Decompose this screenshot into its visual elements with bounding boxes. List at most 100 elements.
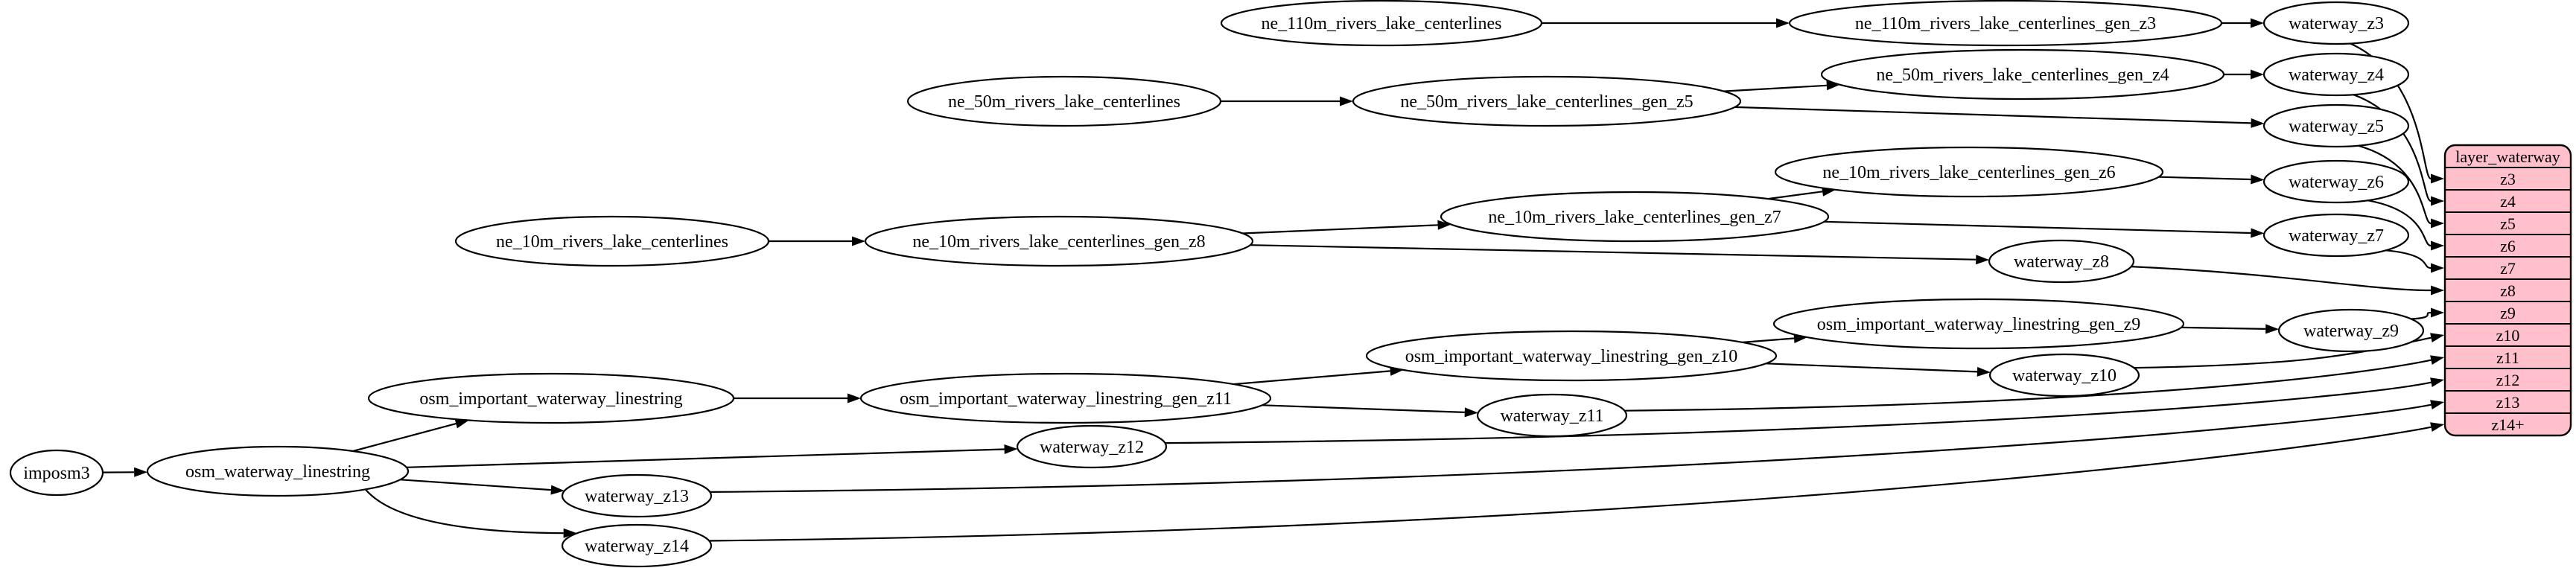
- node-label: ne_50m_rivers_lake_centerlines: [948, 92, 1180, 112]
- node-waterway_z7: waterway_z7: [2262, 213, 2410, 258]
- arrowhead-icon: [1340, 96, 1353, 106]
- arrowhead-icon: [1976, 366, 1991, 377]
- node-label: imposm3: [23, 464, 89, 483]
- arrowhead-icon: [1437, 220, 1451, 230]
- record-title: layer_waterway: [2455, 147, 2560, 166]
- edge-ne_10m_rivers_lake_centerlines_gen_z6-to-waterway_z6: [2158, 174, 2265, 185]
- record-row-z6: z6: [2500, 237, 2516, 255]
- node-waterway_z13: waterway_z13: [561, 473, 713, 518]
- arrowhead-icon: [563, 528, 577, 538]
- edge-line: [2131, 266, 2432, 292]
- edge-osm_waterway_linestring-to-waterway_z12: [406, 444, 1018, 468]
- edge-ne_50m_rivers_lake_centerlines-to-ne_50m_rivers_lake_centerlines_gen_z5: [1221, 96, 1353, 106]
- edge-line: [2181, 326, 2266, 330]
- edge-waterway_z6-to-row-z6: [2367, 200, 2444, 251]
- node-label: ne_110m_rivers_lake_centerlines_gen_z3: [1855, 14, 2156, 33]
- edge-line: [1250, 244, 1976, 261]
- node-ne_50m_rivers_lake_centerlines_gen_z5: ne_50m_rivers_lake_centerlines_gen_z5: [1352, 75, 1742, 127]
- node-ellipse-shape: [454, 215, 770, 267]
- edge-waterway_z8-to-row-z8: [2131, 266, 2444, 296]
- node-label: waterway_z10: [2012, 366, 2117, 386]
- edge-line: [1767, 191, 1823, 200]
- node-ellipse-shape: [864, 215, 1254, 267]
- edge-line: [1233, 370, 1390, 386]
- record-row-z9: z9: [2500, 304, 2516, 322]
- node-label: waterway_z13: [585, 487, 689, 506]
- node-osm_important_waterway_linestring_gen_z11: osm_important_waterway_linestring_gen_z1…: [859, 372, 1272, 424]
- arrowhead-icon: [2430, 355, 2444, 365]
- node-waterway_z14: waterway_z14: [561, 523, 713, 568]
- arrowhead-icon: [2251, 174, 2265, 185]
- node-label: waterway_z5: [2289, 117, 2384, 136]
- edge-line: [2358, 144, 2432, 225]
- node-ellipse-shape: [367, 372, 735, 424]
- record-row-z13: z13: [2496, 393, 2520, 412]
- node-ellipse-shape: [561, 523, 713, 568]
- edge-line: [406, 448, 1005, 468]
- node-ne_50m_rivers_lake_centerlines_gen_z4: ne_50m_rivers_lake_centerlines_gen_z4: [1820, 48, 2225, 100]
- node-label: ne_110m_rivers_lake_centerlines: [1262, 14, 1502, 33]
- node-label: waterway_z6: [2289, 173, 2384, 192]
- node-ellipse-shape: [1476, 393, 1628, 438]
- edge-line: [1262, 404, 1465, 413]
- node-ellipse-shape: [906, 75, 1222, 127]
- node-ne_110m_rivers_lake_centerlines: ne_110m_rivers_lake_centerlines: [1220, 0, 1543, 47]
- arrowhead-icon: [2251, 69, 2264, 80]
- node-label: waterway_z4: [2289, 66, 2384, 85]
- node-label: osm_important_waterway_linestring: [419, 389, 682, 409]
- node-label: waterway_z9: [2303, 322, 2399, 341]
- edge-line: [400, 479, 551, 491]
- edge-waterway_z12-to-row-z12: [1165, 377, 2444, 444]
- node-ne_10m_rivers_lake_centerlines_gen_z8: ne_10m_rivers_lake_centerlines_gen_z8: [864, 215, 1254, 267]
- node-ne_10m_rivers_lake_centerlines_gen_z6: ne_10m_rivers_lake_centerlines_gen_z6: [1774, 146, 2164, 198]
- node-ellipse-shape: [1772, 298, 2185, 350]
- arrowhead-icon: [2430, 333, 2444, 342]
- edge-ne_10m_rivers_lake_centerlines-to-ne_10m_rivers_lake_centerlines_gen_z8: [769, 236, 865, 246]
- node-ellipse-shape: [2262, 1, 2410, 45]
- record-row-z12: z12: [2496, 371, 2520, 389]
- edge-osm_waterway_linestring-to-waterway_z13: [400, 479, 565, 495]
- arrowhead-icon: [852, 236, 865, 246]
- node-ne_10m_rivers_lake_centerlines: ne_10m_rivers_lake_centerlines: [454, 215, 770, 267]
- node-label: ne_10m_rivers_lake_centerlines_gen_z6: [1822, 163, 2115, 182]
- node-label: osm_important_waterway_linestring_gen_z9: [1817, 315, 2141, 334]
- node-ellipse-shape: [1016, 424, 1168, 469]
- edge-line: [1165, 381, 2432, 444]
- edge-waterway_z14-to-row-z14+: [709, 422, 2444, 542]
- arrowhead-icon: [1004, 444, 1018, 454]
- edge-osm_important_waterway_linestring_gen_z9-to-waterway_z9: [2181, 324, 2280, 334]
- node-ellipse-shape: [146, 445, 410, 497]
- node-osm_important_waterway_linestring: osm_important_waterway_linestring: [367, 372, 735, 424]
- edge-waterway_z7-to-row-z7: [2385, 249, 2444, 273]
- node-label: waterway_z3: [2289, 14, 2384, 33]
- edge-ne_50m_rivers_lake_centerlines_gen_z5-to-waterway_z5: [1734, 106, 2265, 128]
- node-label: waterway_z12: [1040, 438, 1144, 457]
- node-ellipse-shape: [1440, 191, 1830, 243]
- edge-waterway_z9-to-row-z9: [2411, 307, 2444, 320]
- edge-line: [1723, 84, 1827, 92]
- arrowhead-icon: [2251, 228, 2265, 238]
- arrowhead-icon: [1976, 255, 1990, 265]
- node-ellipse-shape: [859, 372, 1272, 424]
- arrowhead-icon: [134, 467, 148, 477]
- node-osm_important_waterway_linestring_gen_z10: osm_important_waterway_linestring_gen_z1…: [1365, 330, 1778, 382]
- arrowhead-icon: [2430, 377, 2444, 387]
- node-label: waterway_z14: [585, 537, 689, 556]
- node-ellipse-shape: [1352, 75, 1742, 127]
- node-waterway_z5: waterway_z5: [2262, 103, 2410, 148]
- edge-waterway_z11-to-row-z11: [1624, 355, 2444, 412]
- edge-ne_50m_rivers_lake_centerlines_gen_z4-to-waterway_z4: [2224, 69, 2264, 80]
- edge-line: [1742, 337, 1795, 343]
- node-label: ne_50m_rivers_lake_centerlines_gen_z5: [1400, 92, 1693, 112]
- edge-line: [1766, 363, 1978, 373]
- arrowhead-icon: [2430, 422, 2444, 432]
- record-layer-waterway: layer_waterwayz3z4z5z6z7z8z9z10z11z12z13…: [2443, 144, 2572, 437]
- node-ellipse-shape: [1774, 146, 2164, 198]
- edge-line: [1242, 224, 1438, 234]
- edge-ne_50m_rivers_lake_centerlines_gen_z5-to-ne_50m_rivers_lake_centerlines_gen_z4: [1723, 80, 1840, 92]
- arrowhead-icon: [847, 393, 861, 403]
- node-ellipse-shape: [1788, 0, 2223, 47]
- node-ellipse-shape: [2277, 308, 2425, 353]
